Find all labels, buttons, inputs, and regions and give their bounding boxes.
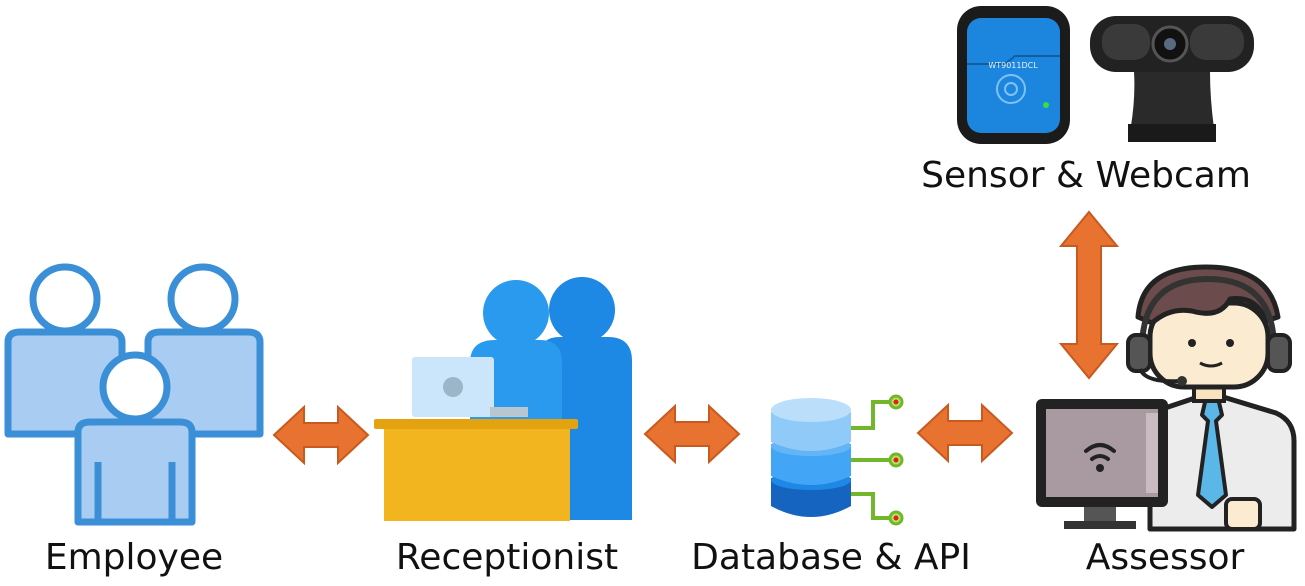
sensor-device-image: WT9011DCL [955, 4, 1072, 146]
database-api-icon [765, 388, 910, 528]
bidirectional-arrow-2 [643, 402, 741, 466]
employee-icon [0, 262, 270, 527]
sensor-model-text: WT9011DCL [988, 61, 1038, 70]
assessor-icon [1030, 263, 1302, 533]
bidirectional-arrow-1 [272, 403, 370, 467]
bidirectional-arrow-vertical [1057, 210, 1121, 380]
database-api-label: Database & API [691, 537, 971, 578]
sensor-webcam-label: Sensor & Webcam [921, 155, 1251, 196]
webcam-image [1088, 14, 1256, 146]
receptionist-icon [370, 275, 642, 525]
bidirectional-arrow-3 [916, 401, 1014, 465]
receptionist-label: Receptionist [395, 537, 619, 578]
assessor-label: Assessor [1085, 537, 1245, 578]
employee-label: Employee [44, 537, 224, 578]
